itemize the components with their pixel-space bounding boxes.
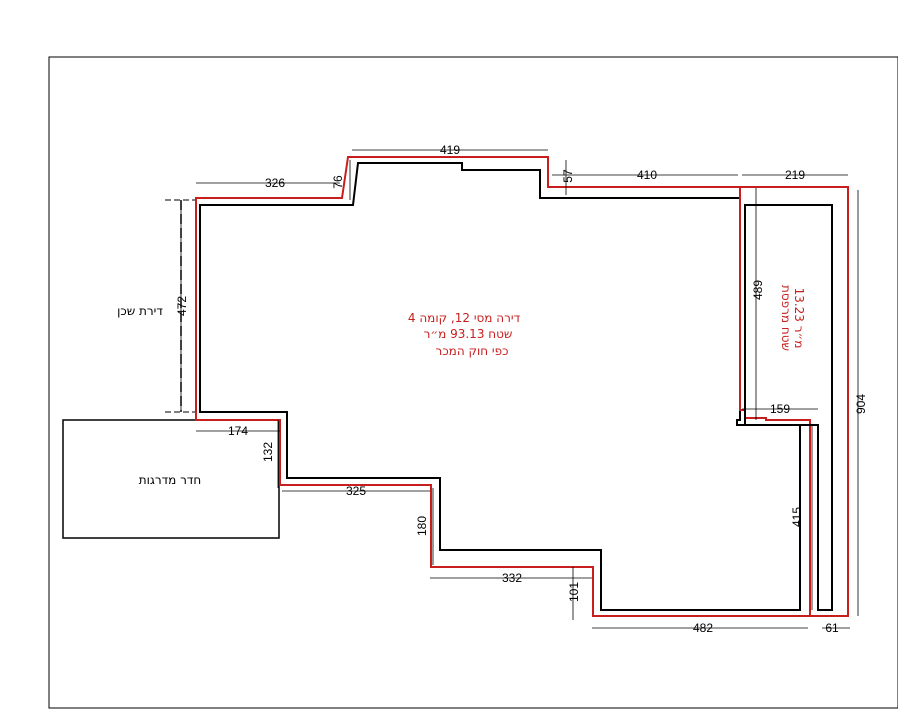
dim-132: 132 xyxy=(261,442,275,462)
balcony-label-line2: 13.23 מ״ר xyxy=(792,288,806,349)
dimension-lines xyxy=(180,149,859,629)
dim-61: 61 xyxy=(825,621,839,635)
apartment-boundary-red xyxy=(195,156,811,617)
balcony-label-line1: שטח מרפסת xyxy=(779,285,793,351)
dim-904: 904 xyxy=(854,394,868,414)
dim-174: 174 xyxy=(228,424,248,438)
dim-482: 482 xyxy=(693,621,713,635)
dim-76: 76 xyxy=(331,175,345,189)
dim-180: 180 xyxy=(415,516,429,536)
apartment-title: דירה מסי 12, קומה 4 xyxy=(408,311,521,325)
dim-332: 332 xyxy=(502,571,522,585)
dim-415: 415 xyxy=(790,507,804,527)
dim-325: 325 xyxy=(346,484,366,498)
dim-57: 57 xyxy=(561,169,575,183)
dim-326: 326 xyxy=(265,176,285,190)
stairwell-label: חדר מדרגות xyxy=(139,473,202,487)
dim-489: 489 xyxy=(751,280,765,300)
apartment-area: שטח 93.13 מ״ר xyxy=(424,327,513,341)
balcony-wall-outline xyxy=(744,204,833,611)
dim-472: 472 xyxy=(175,296,189,316)
neighbor-label: דירת שכן xyxy=(117,304,163,318)
balcony-boundary-red xyxy=(740,186,849,617)
dim-101: 101 xyxy=(567,582,581,602)
dim-419: 419 xyxy=(440,143,460,157)
apartment-law-note: כפי חוק המכר xyxy=(436,344,509,358)
page-frame xyxy=(48,56,898,709)
dim-410: 410 xyxy=(637,168,657,182)
apartment-wall-outline xyxy=(199,162,801,611)
dim-159: 159 xyxy=(770,402,790,416)
dim-219: 219 xyxy=(785,168,805,182)
